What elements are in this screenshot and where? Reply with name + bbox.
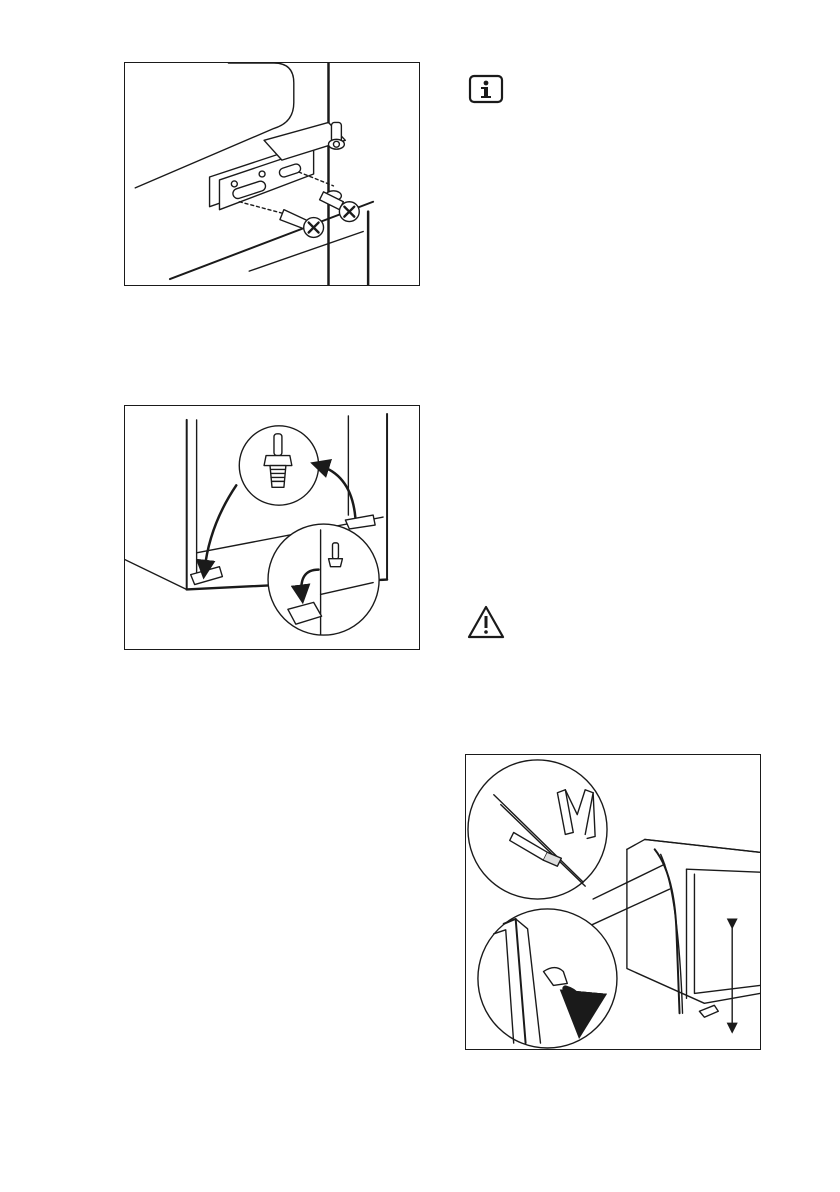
curved-arrow-icon bbox=[205, 485, 237, 569]
door-seal-trim-figure bbox=[465, 754, 761, 1050]
curved-arrow-icon bbox=[320, 466, 356, 518]
warning-triangle-icon bbox=[466, 604, 506, 640]
information-icon bbox=[468, 74, 504, 104]
adjustable-feet-figure bbox=[124, 405, 420, 650]
hinge-bracket-figure bbox=[124, 62, 420, 286]
door-seal-trim-illustration bbox=[466, 755, 760, 1049]
adjustable-feet-illustration bbox=[125, 406, 419, 649]
hinge-bracket-illustration bbox=[125, 63, 419, 285]
screw-icon bbox=[280, 210, 324, 238]
